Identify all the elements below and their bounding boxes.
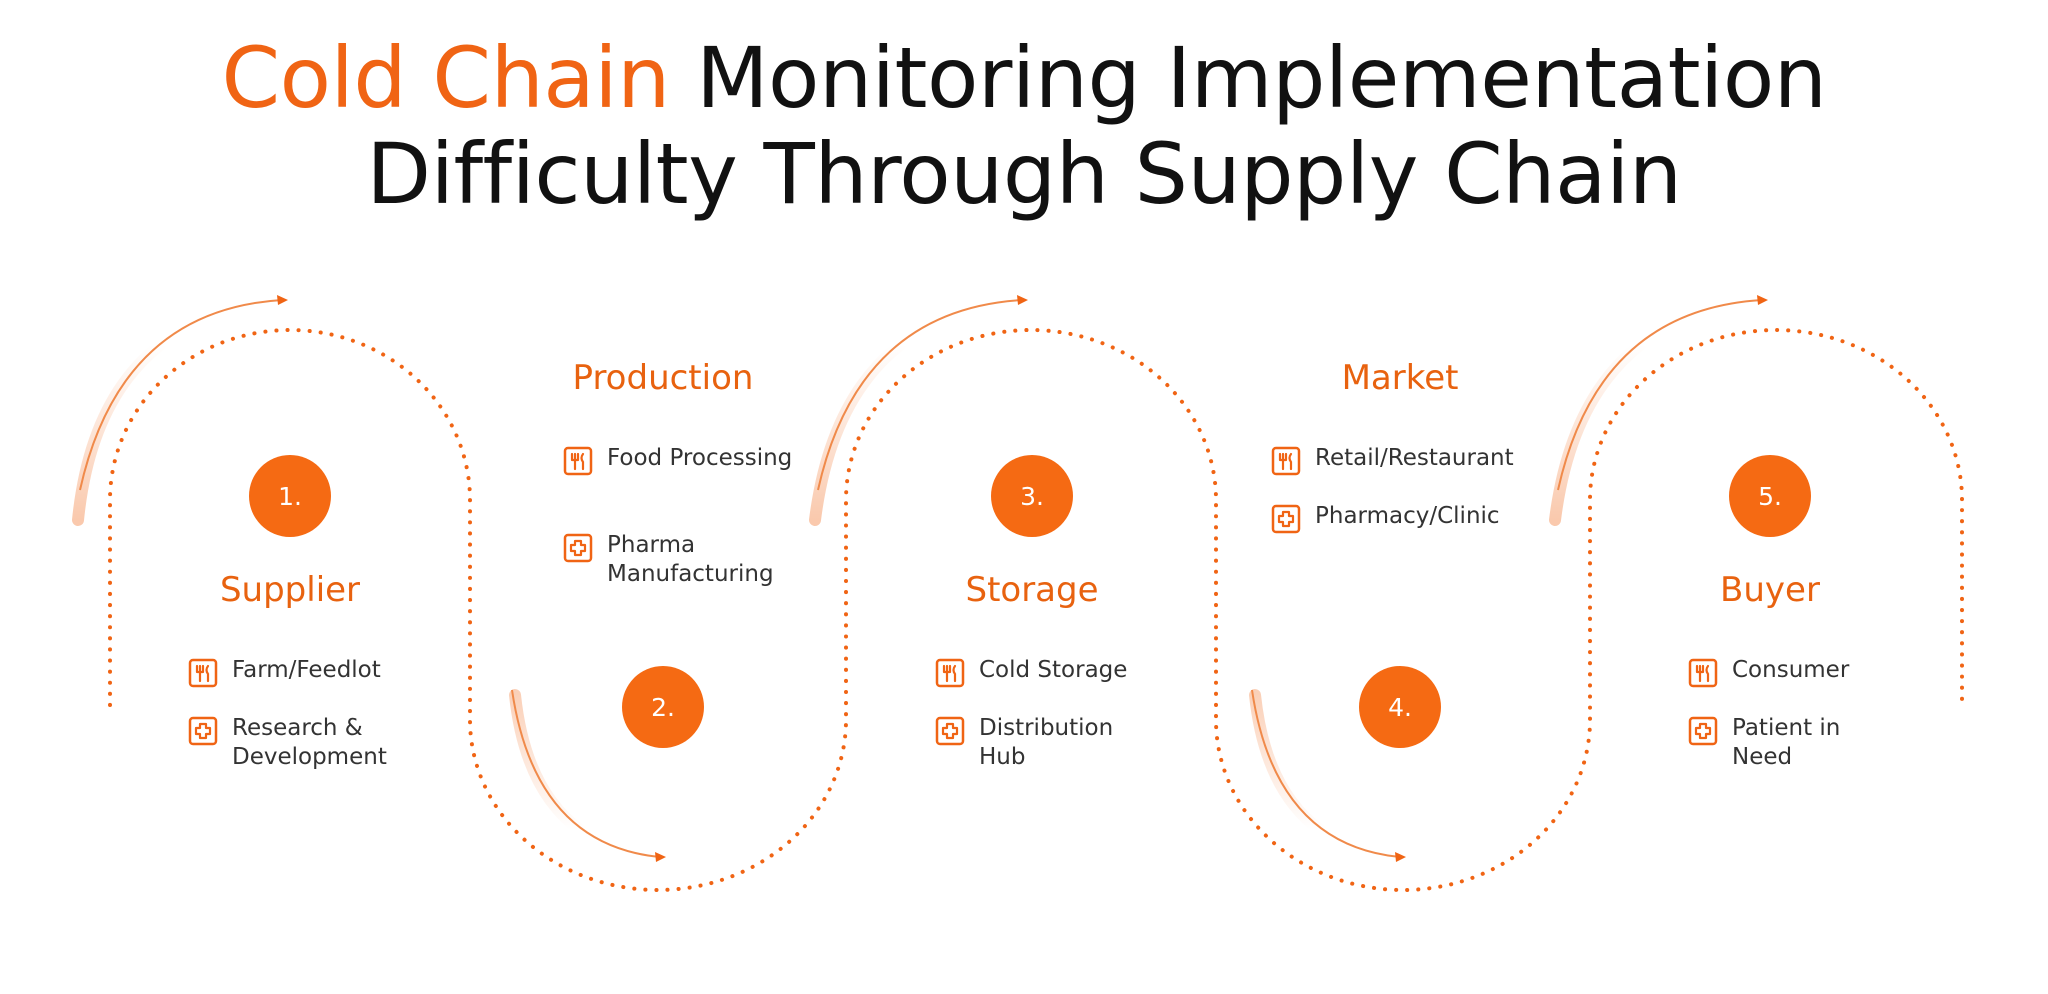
item-label: Patient in Need bbox=[1732, 715, 1841, 770]
fork-knife-icon bbox=[1688, 658, 1718, 688]
item-label: Retail/Restaurant bbox=[1315, 445, 1514, 471]
item-label: Distribution Hub bbox=[979, 715, 1114, 770]
stage-2-item-1: Food Processing bbox=[563, 444, 797, 476]
arrowhead-icon bbox=[277, 295, 288, 305]
item-label: Pharma Manufacturing bbox=[607, 532, 774, 587]
stage-1-item-2: Research & Development bbox=[188, 714, 452, 772]
medical-cross-icon bbox=[935, 716, 965, 746]
arrowhead-icon bbox=[1395, 852, 1406, 862]
stage-2-badge: 2. bbox=[622, 666, 704, 748]
fork-knife-icon bbox=[188, 658, 218, 688]
fork-knife-icon bbox=[563, 446, 593, 476]
stage-3-item-2: Distribution Hub bbox=[935, 714, 1129, 772]
arrow-arc-1 bbox=[79, 299, 283, 491]
stage-5-title: Buyer bbox=[1720, 570, 1820, 610]
stage-2-title: Production bbox=[572, 358, 754, 398]
title-line2: Difficulty Through Supply Chain bbox=[366, 125, 1682, 223]
item-label: Food Processing bbox=[607, 445, 793, 471]
stage-4-item-1: Retail/Restaurant bbox=[1271, 444, 1555, 476]
medical-cross-icon bbox=[1271, 504, 1301, 534]
stage-2-item-2: Pharma Manufacturing bbox=[563, 531, 797, 589]
item-label: Consumer bbox=[1732, 657, 1850, 683]
item-label: Pharmacy/Clinic bbox=[1315, 503, 1500, 529]
fork-knife-icon bbox=[1271, 446, 1301, 476]
stage-4-badge: 4. bbox=[1359, 666, 1441, 748]
stage-5-badge: 5. bbox=[1729, 455, 1811, 537]
arrow-arc-4 bbox=[1251, 689, 1401, 858]
item-label: Cold Storage bbox=[979, 657, 1128, 683]
medical-cross-icon bbox=[188, 716, 218, 746]
stage-4-title: Market bbox=[1341, 358, 1459, 398]
stage-1-badge: 1. bbox=[249, 455, 331, 537]
medical-cross-icon bbox=[563, 533, 593, 563]
stage-5-item-1: Consumer bbox=[1688, 656, 1892, 688]
item-label: Research & Development bbox=[232, 715, 387, 770]
title-accent: Cold Chain bbox=[221, 29, 671, 127]
stage-4-item-2: Pharmacy/Clinic bbox=[1271, 502, 1555, 534]
arrowhead-icon bbox=[1017, 295, 1028, 305]
arrow-arc-5 bbox=[1557, 299, 1763, 491]
stage-5-item-2: Patient in Need bbox=[1688, 714, 1862, 772]
page-title: Cold Chain Monitoring Implementation Dif… bbox=[0, 30, 2048, 222]
arrowhead-icon bbox=[1757, 295, 1768, 305]
fork-knife-icon bbox=[935, 658, 965, 688]
stage-3-item-1: Cold Storage bbox=[935, 656, 1159, 688]
dotted-serpentine bbox=[108, 328, 1964, 892]
stage-1-title: Supplier bbox=[219, 570, 361, 610]
stage-3-badge: 3. bbox=[991, 455, 1073, 537]
title-line1-rest: Monitoring Implementation bbox=[669, 29, 1827, 127]
arrow-arc-2 bbox=[511, 689, 661, 858]
stage-3-title: Storage bbox=[965, 570, 1099, 610]
stage-1-item-1: Farm/Feedlot bbox=[188, 656, 452, 688]
item-label: Farm/Feedlot bbox=[232, 657, 381, 683]
medical-cross-icon bbox=[1688, 716, 1718, 746]
arrowhead-icon bbox=[655, 852, 666, 862]
arrow-arc-3 bbox=[817, 299, 1023, 491]
